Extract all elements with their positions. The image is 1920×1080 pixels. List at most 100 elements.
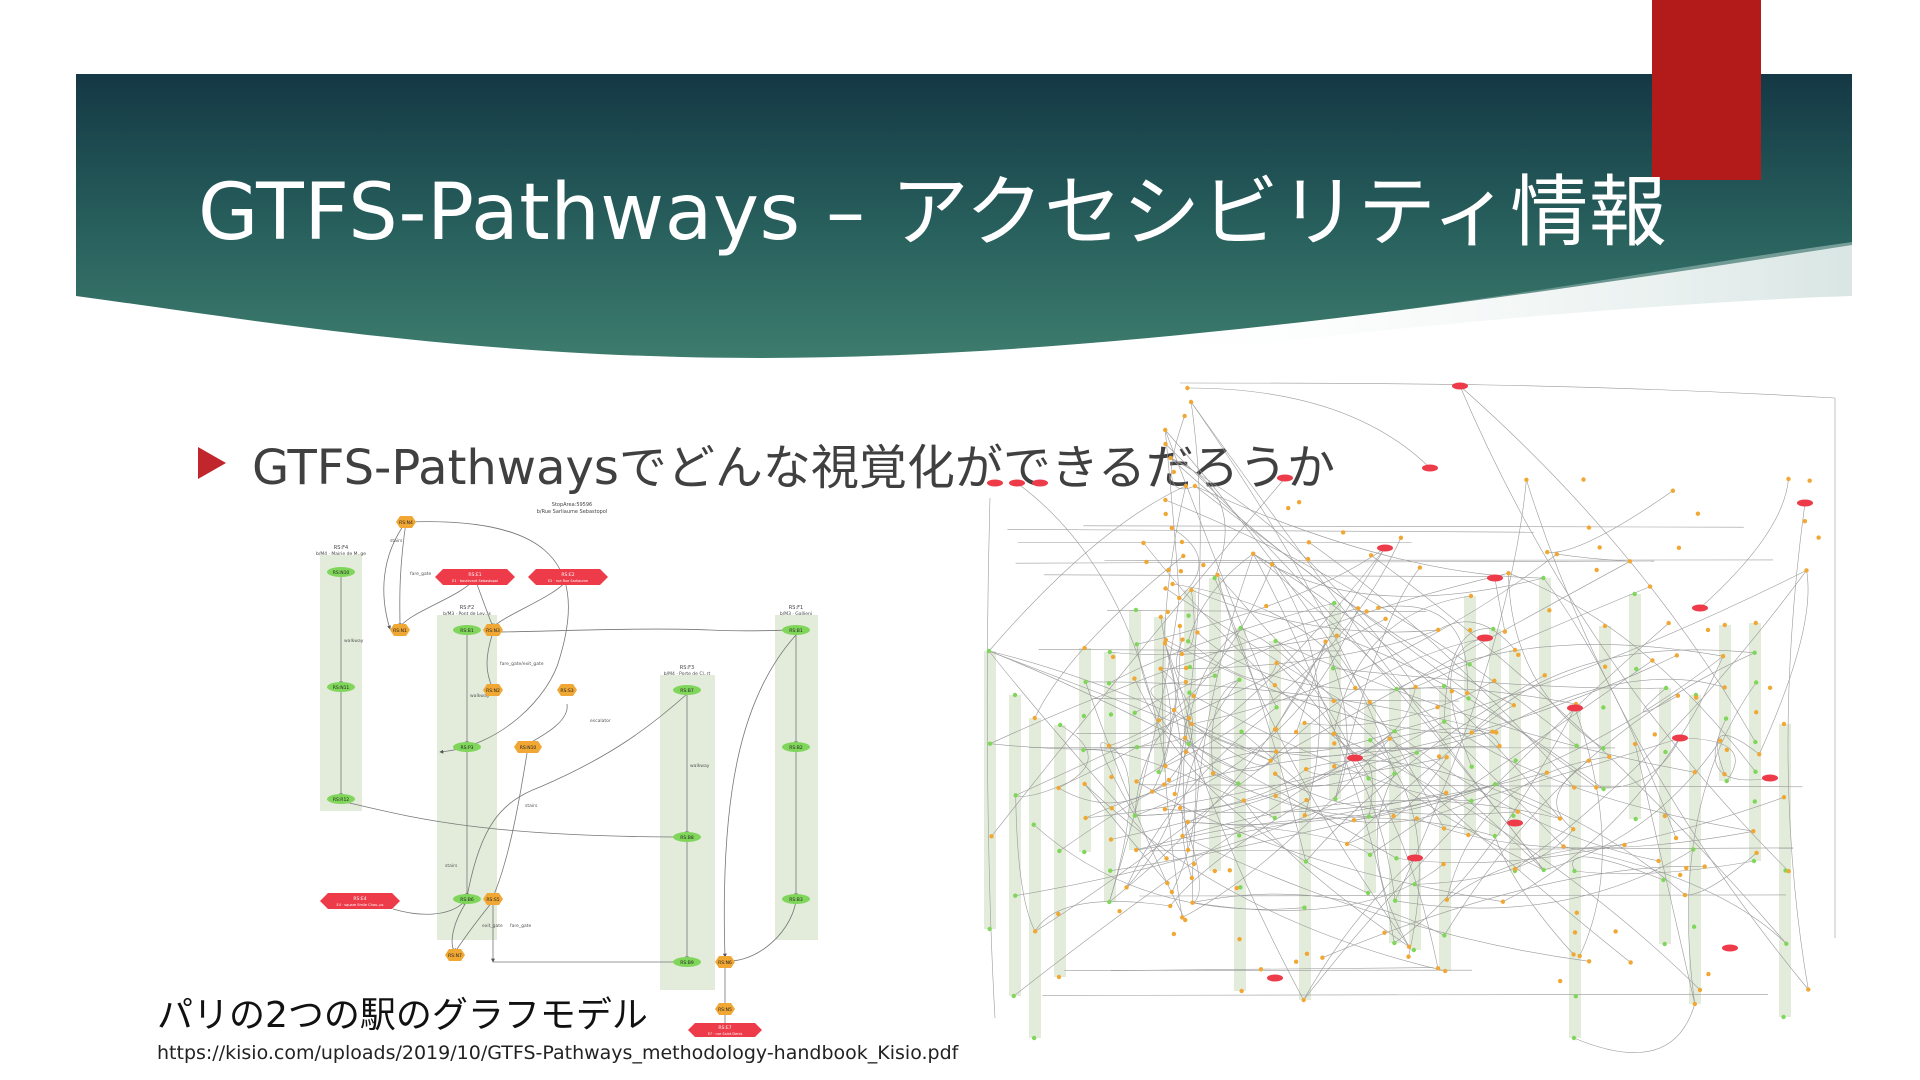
graph-node [1185, 847, 1191, 853]
graph-node [1511, 703, 1517, 708]
graph-node [1334, 633, 1340, 638]
graph-node [1183, 679, 1189, 685]
graph-node [1753, 769, 1758, 774]
graph-node [1406, 944, 1412, 949]
graph-edge [1243, 800, 1410, 947]
graph-node [1691, 847, 1696, 852]
graph-node [1722, 622, 1727, 628]
graph-node [1303, 766, 1309, 772]
graph-node [987, 741, 993, 746]
svg-text:RS:N6: RS:N6 [718, 960, 732, 966]
graph-node [1469, 798, 1474, 804]
svg-text:RS:N11: RS:N11 [333, 685, 350, 691]
graph-node [1368, 738, 1373, 743]
graph-edge [1182, 800, 1561, 837]
graph-node [1663, 685, 1669, 691]
graph-node [1303, 859, 1309, 864]
graph-edge [1459, 385, 1756, 743]
graph-node [1443, 790, 1449, 796]
graph-node [1124, 885, 1129, 890]
graph-node [1237, 677, 1242, 683]
graph-node [1613, 929, 1618, 934]
graph-node: RS:B1 [782, 625, 810, 635]
graph-edge [1164, 429, 1277, 708]
graph-edge [1138, 784, 1803, 788]
graph-node [1382, 930, 1387, 935]
graph-node [1183, 917, 1188, 923]
banner-shape [76, 74, 1852, 358]
graph-node [1524, 477, 1529, 482]
graph-node [1442, 719, 1447, 724]
graph-node [1692, 770, 1698, 775]
graph-edge [1170, 457, 1416, 688]
graph-node [1150, 789, 1155, 794]
graph-edge [1194, 485, 1597, 788]
graph-node [1722, 944, 1738, 952]
graph-edge [986, 497, 996, 1019]
graph-node [1554, 551, 1560, 557]
graph-node [1444, 897, 1450, 902]
graph-edges [986, 382, 1836, 1053]
graph-node [1081, 713, 1087, 719]
graph-edge [1217, 574, 1410, 947]
graph-node [1333, 796, 1338, 802]
graph-node [1057, 848, 1062, 854]
graph-node [1344, 841, 1350, 847]
graph-node [1056, 785, 1061, 791]
graph-edge [1190, 401, 1395, 774]
graph-node [1107, 649, 1113, 655]
svg-text:RS:N5: RS:N5 [718, 1007, 732, 1013]
graph-node [987, 926, 992, 932]
graph-node [1293, 729, 1299, 735]
source-link[interactable]: https://kisio.com/uploads/2019/10/GTFS-P… [157, 1042, 959, 1064]
graph-node [1286, 505, 1291, 511]
graph-node [1332, 764, 1337, 769]
lane-1-sublabel: b/M4 · Mairie de M..ge [316, 551, 366, 557]
graph-edge [1108, 745, 1130, 903]
edge-label: stairs [445, 863, 458, 869]
svg-text:RS:N1: RS:N1 [393, 628, 407, 634]
graph-edge [1058, 779, 1170, 804]
graph-edge [1172, 583, 1356, 689]
edge-label: fare_gate [510, 923, 531, 929]
graph-node [1684, 865, 1689, 871]
graph-node [1162, 806, 1168, 812]
graph-node [1187, 690, 1192, 695]
graph-node [1185, 385, 1190, 391]
graph-edge [1394, 731, 1659, 862]
graph-edge [1134, 679, 1240, 816]
graph-edge [1150, 681, 1186, 711]
graph-node [1133, 607, 1139, 613]
graph-node [1110, 654, 1116, 660]
graph-node [1647, 584, 1653, 589]
graph-node [1179, 915, 1185, 920]
graph-node [1513, 758, 1518, 763]
graph-node [1692, 604, 1708, 612]
graph-node [1407, 854, 1423, 862]
graph-node [1083, 815, 1088, 821]
graph-node [1394, 686, 1399, 692]
graph-node [1512, 647, 1518, 653]
graph-node: RS:S5 [483, 893, 503, 905]
graph-node [1672, 734, 1688, 742]
graph-node [1722, 771, 1727, 777]
graph-node: RS:R12 [327, 794, 355, 804]
graph-node [1691, 924, 1697, 929]
graph-edge [1182, 738, 1390, 918]
graph-node [1347, 754, 1363, 762]
graph-node: RS:N3 [483, 624, 503, 636]
graph-node [1572, 785, 1577, 790]
graph-node [1762, 774, 1778, 782]
graph-node [1753, 620, 1758, 626]
graph-node [1165, 880, 1170, 886]
graph-node [1368, 553, 1374, 558]
edge-label: stairs [525, 803, 538, 809]
graph-node [1108, 837, 1114, 842]
lane-3-sublabel: b/M4 · Porte de Cl..rt [664, 671, 711, 677]
graph-edge [1271, 564, 1320, 816]
graph-node [1634, 666, 1639, 672]
graph-edges [339, 521, 798, 1028]
graph-node [1467, 627, 1473, 633]
graph-edge [1563, 846, 1787, 945]
graph-node [1183, 483, 1188, 489]
